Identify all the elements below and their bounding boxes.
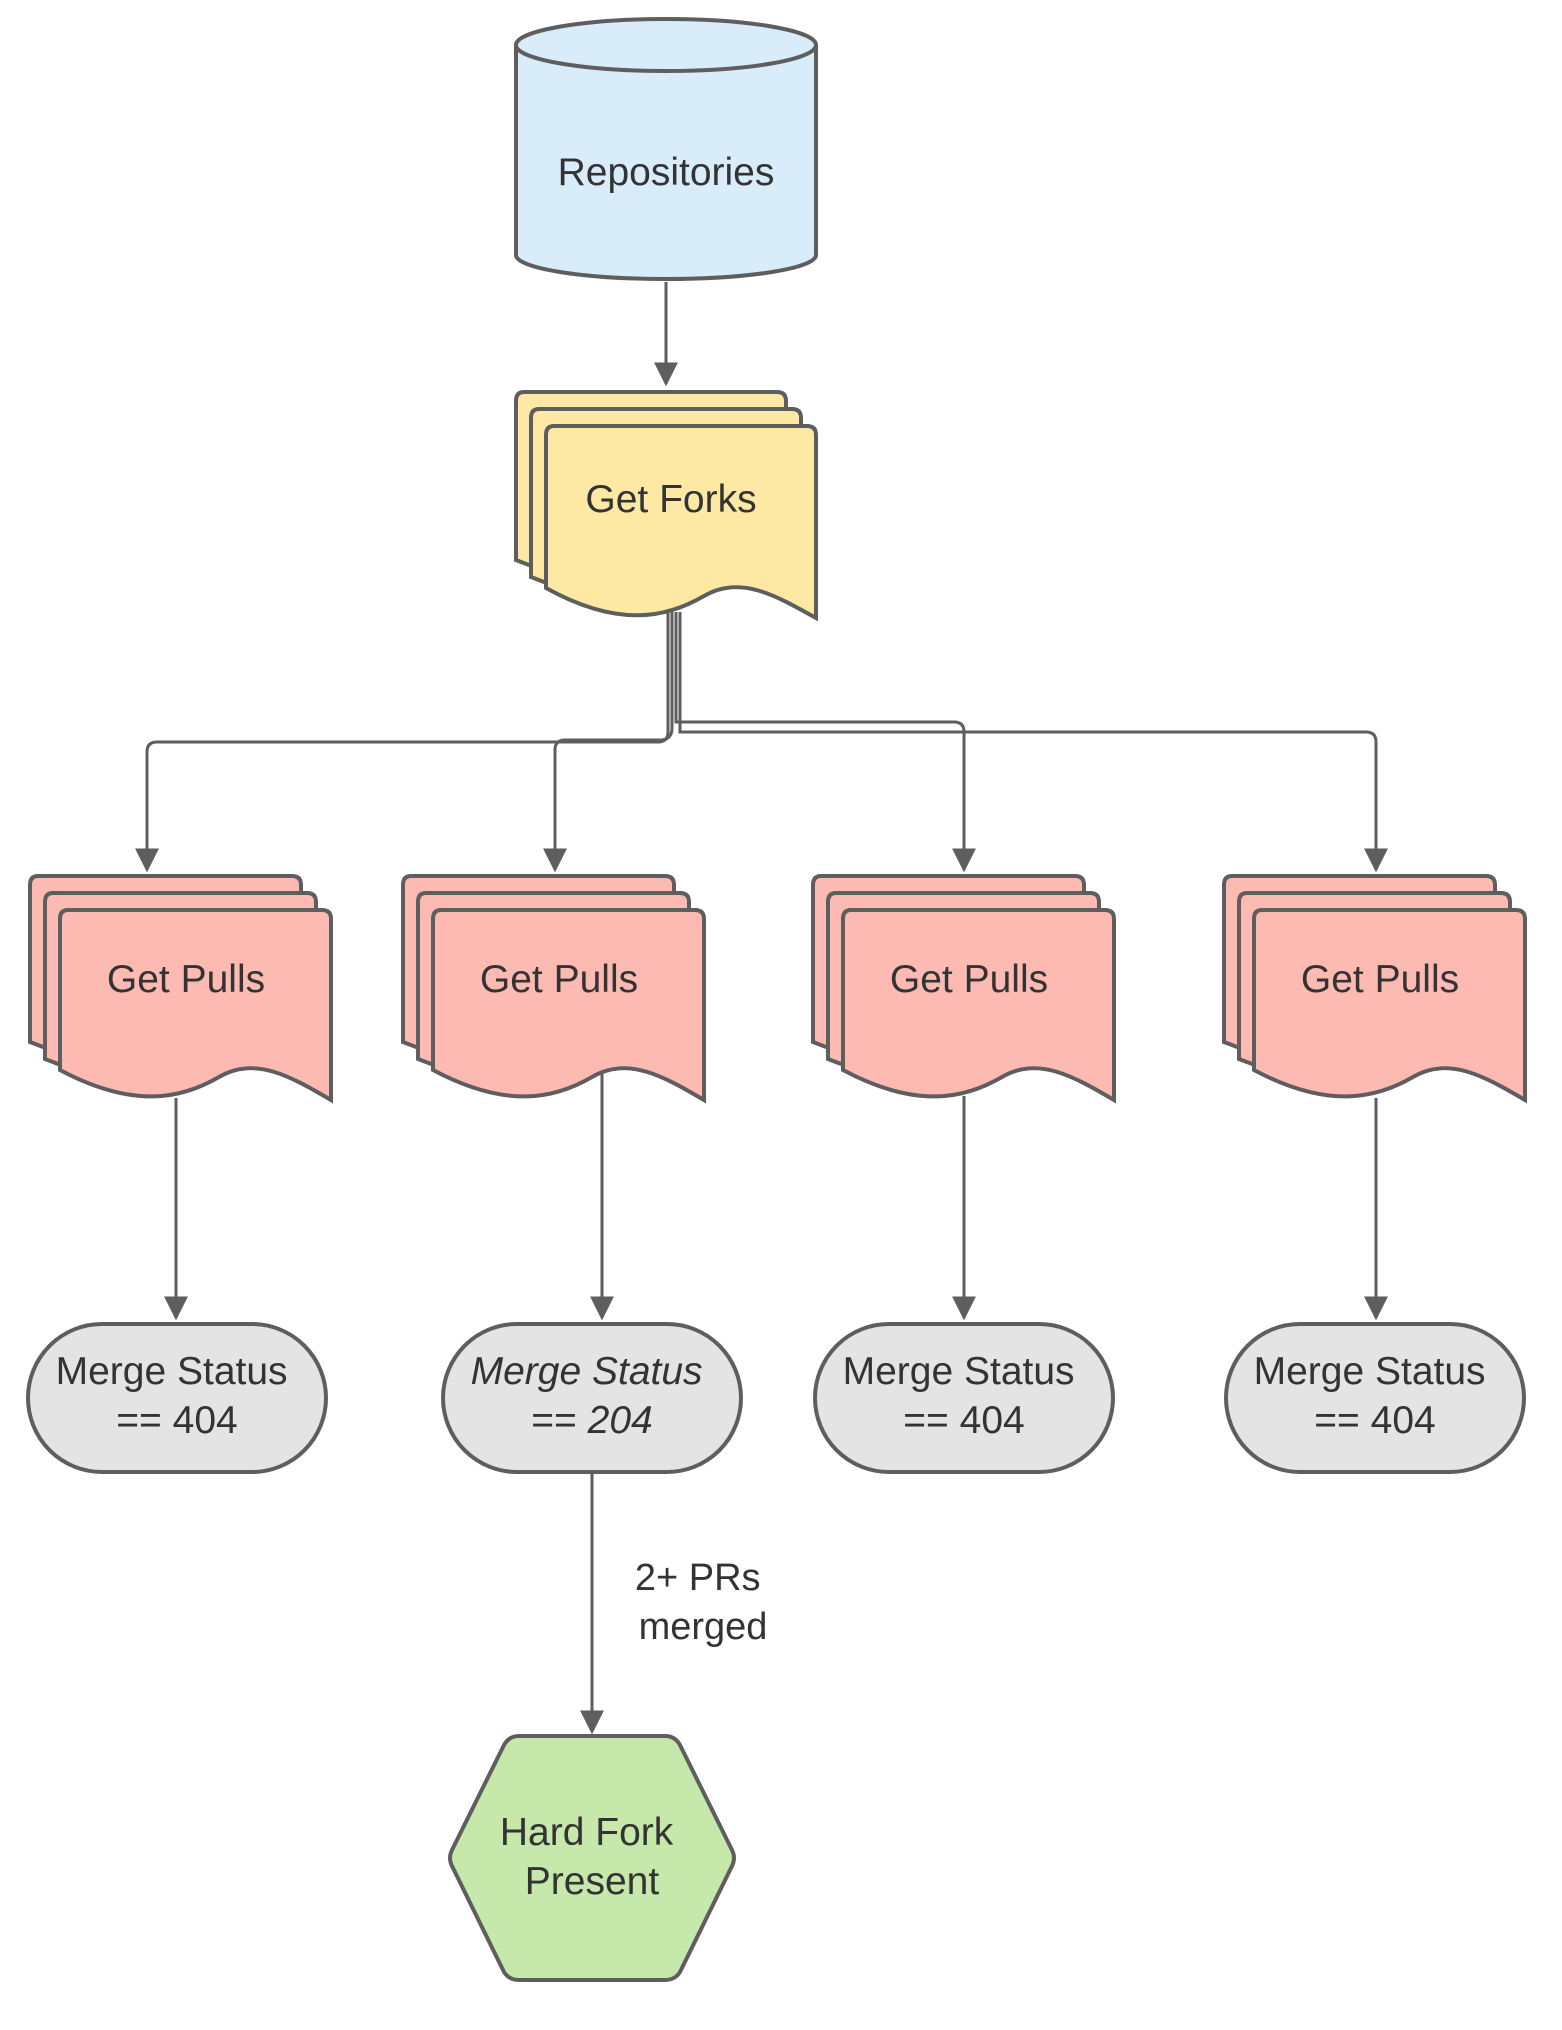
edge-label-line-1: 2+ PRs [635,1557,761,1599]
merge-status-line-1: Merge Status [843,1350,1075,1393]
terminal-shape [813,1322,1115,1474]
merge-status-label: Merge Status == 404 [56,1350,299,1442]
hard-fork-label: Hard Fork Present [500,1811,684,1903]
merge-status-label: Merge Status == 404 [1254,1350,1497,1442]
merge-status-code: 204 [587,1399,653,1442]
node-merge-status-1[interactable]: Merge Status == 404 [26,1322,328,1474]
get-forks-label: Get Forks [585,478,756,521]
doc-front-sheet [1252,908,1527,1104]
node-merge-status-2[interactable]: Merge Status == 204 [441,1322,743,1474]
merge-status-line-2: == 204 [531,1399,652,1442]
merge-status-line-2: == 404 [1314,1399,1435,1442]
merge-status-line-1: Merge Status [1254,1350,1486,1393]
node-merge-status-3[interactable]: Merge Status == 404 [813,1322,1115,1474]
node-get-forks[interactable]: Get Forks [514,390,818,622]
doc-front-sheet [58,908,333,1104]
terminal-shape [441,1322,743,1474]
get-pulls-label: Get Pulls [107,958,265,1001]
edge-get-forks-to-get-pulls-4 [678,612,1388,873]
merge-status-code: 404 [173,1399,238,1442]
doc-front-sheet [544,424,818,622]
cylinder-top [514,17,818,73]
doc-front-sheet [841,908,1116,1104]
edge-label: 2+ PRs merged [635,1557,771,1648]
merge-status-code: 404 [1371,1399,1436,1442]
merge-status-label: Merge Status == 404 [843,1350,1086,1442]
hard-fork-line-2: Present [525,1860,660,1903]
node-get-pulls-2[interactable]: Get Pulls [401,874,706,1104]
node-repositories[interactable]: Repositories [514,17,818,281]
merge-status-line-1: Merge Status [471,1350,703,1393]
merge-status-line-2: == 404 [903,1399,1024,1442]
node-get-pulls-4[interactable]: Get Pulls [1222,874,1527,1104]
edge-label-line-2: merged [639,1606,768,1648]
merge-status-operator: == [1314,1399,1370,1442]
node-get-pulls-1[interactable]: Get Pulls [28,874,333,1104]
merge-status-operator: == [903,1399,959,1442]
doc-front-sheet [431,908,706,1104]
repositories-label: Repositories [558,151,775,194]
node-hard-fork[interactable]: Hard Fork Present [448,1734,736,1982]
node-get-pulls-3[interactable]: Get Pulls [811,874,1116,1104]
terminal-shape [26,1322,328,1474]
get-pulls-label: Get Pulls [890,958,1048,1001]
node-merge-status-4[interactable]: Merge Status == 404 [1224,1322,1526,1474]
merge-status-label: Merge Status == 204 [471,1350,714,1442]
edge-get-forks-to-get-pulls-2 [543,612,674,873]
edge-get-forks-to-get-pulls-1 [135,612,670,873]
edge-get-forks-to-get-pulls-3 [674,612,976,873]
terminal-shape [1224,1322,1526,1474]
merge-status-code: 404 [960,1399,1025,1442]
merge-status-line-2: == 404 [116,1399,237,1442]
merge-status-line-1: Merge Status [56,1350,288,1393]
merge-status-operator: == [531,1399,587,1442]
cylinder-body [514,45,818,281]
hard-fork-line-1: Hard Fork [500,1811,674,1854]
get-pulls-label: Get Pulls [480,958,638,1001]
merge-status-operator: == [116,1399,172,1442]
get-pulls-label: Get Pulls [1301,958,1459,1001]
edges [135,282,1388,1735]
hexagon-shape [448,1734,736,1982]
